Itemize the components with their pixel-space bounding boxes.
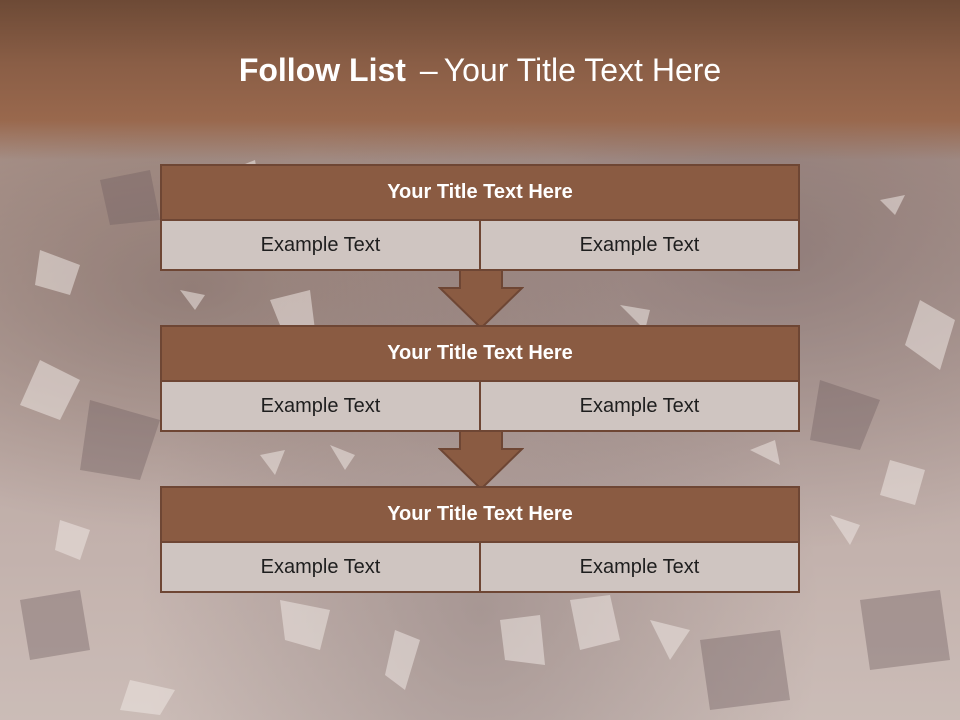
block-cell-right: Example Text	[481, 543, 800, 593]
page-title-bold: Follow List	[238, 52, 406, 88]
list-block-2: Your Title Text Here Example Text Exampl…	[160, 325, 800, 432]
list-block-3: Your Title Text Here Example Text Exampl…	[160, 486, 800, 593]
list-block-1: Your Title Text Here Example Text Exampl…	[160, 164, 800, 271]
block-cell-left: Example Text	[160, 543, 481, 593]
page-title-separator: –	[419, 52, 438, 88]
page-title-rest: Your Title Text Here	[443, 52, 722, 88]
down-arrow-icon	[438, 270, 524, 330]
block-cell-left: Example Text	[160, 382, 481, 432]
down-arrow-icon	[438, 431, 524, 491]
header-band	[0, 0, 960, 160]
block-row: Example Text Example Text	[160, 543, 800, 593]
block-cell-right: Example Text	[481, 221, 800, 271]
block-cell-left: Example Text	[160, 221, 481, 271]
block-title: Your Title Text Here	[160, 164, 800, 221]
block-title: Your Title Text Here	[160, 325, 800, 382]
block-cell-right: Example Text	[481, 382, 800, 432]
block-row: Example Text Example Text	[160, 221, 800, 271]
block-title: Your Title Text Here	[160, 486, 800, 543]
block-row: Example Text Example Text	[160, 382, 800, 432]
page-title: Follow List–Your Title Text Here	[0, 52, 960, 89]
